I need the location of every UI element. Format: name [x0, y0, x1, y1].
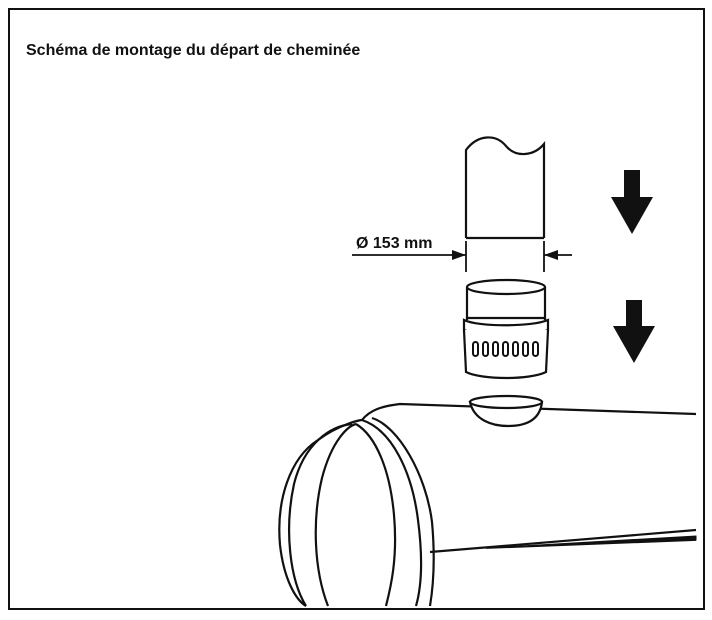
stove-body — [278, 402, 697, 607]
diameter-dimension — [352, 241, 572, 272]
diameter-label: Ø 153 mm — [356, 235, 432, 252]
flue-outlet-collar — [468, 394, 544, 428]
flue-adapter — [462, 278, 550, 380]
diagram-title: Schéma de montage du départ de cheminée — [26, 42, 361, 59]
down-arrow-icon — [611, 170, 653, 234]
down-arrow-icon — [613, 300, 655, 363]
flue-pipe — [464, 136, 546, 240]
diagram-frame — [8, 8, 705, 610]
